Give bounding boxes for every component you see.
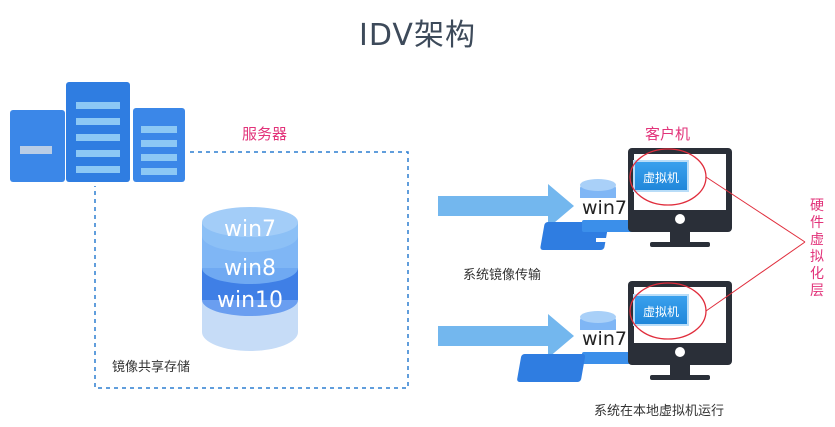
client-bottom: [517, 281, 732, 382]
vm-label-top: 虚拟机: [642, 171, 679, 185]
client-os-label-bottom: win7: [582, 328, 627, 350]
transfer-arrow-bottom: [438, 314, 574, 358]
server-label: 服务器: [242, 125, 288, 143]
vm-label-bottom: 虚拟机: [642, 305, 679, 319]
hardware-virtualization-label: 硬件虚拟化层: [810, 198, 824, 299]
hw-leader-line-top: [705, 176, 806, 243]
storage-label: 镜像共享存储: [112, 360, 191, 375]
server-rack-icon: [10, 82, 185, 182]
client-top: [540, 148, 732, 250]
disk-label-win10: win10: [216, 288, 284, 313]
client-label: 客户机: [645, 125, 691, 143]
page-title: IDV架构: [359, 18, 476, 53]
transfer-arrow-top: [438, 184, 574, 228]
image-storage-disk-stack: [202, 207, 298, 351]
hw-leader-line-bottom: [705, 241, 806, 312]
transfer-label: 系统镜像传输: [463, 268, 542, 283]
disk-label-win7: win7: [223, 217, 277, 242]
server-region-outline: [94, 151, 409, 389]
local-run-label: 系统在本地虚拟机运行: [594, 404, 725, 419]
disk-label-win8: win8: [223, 256, 277, 281]
client-os-label-top: win7: [582, 197, 627, 219]
